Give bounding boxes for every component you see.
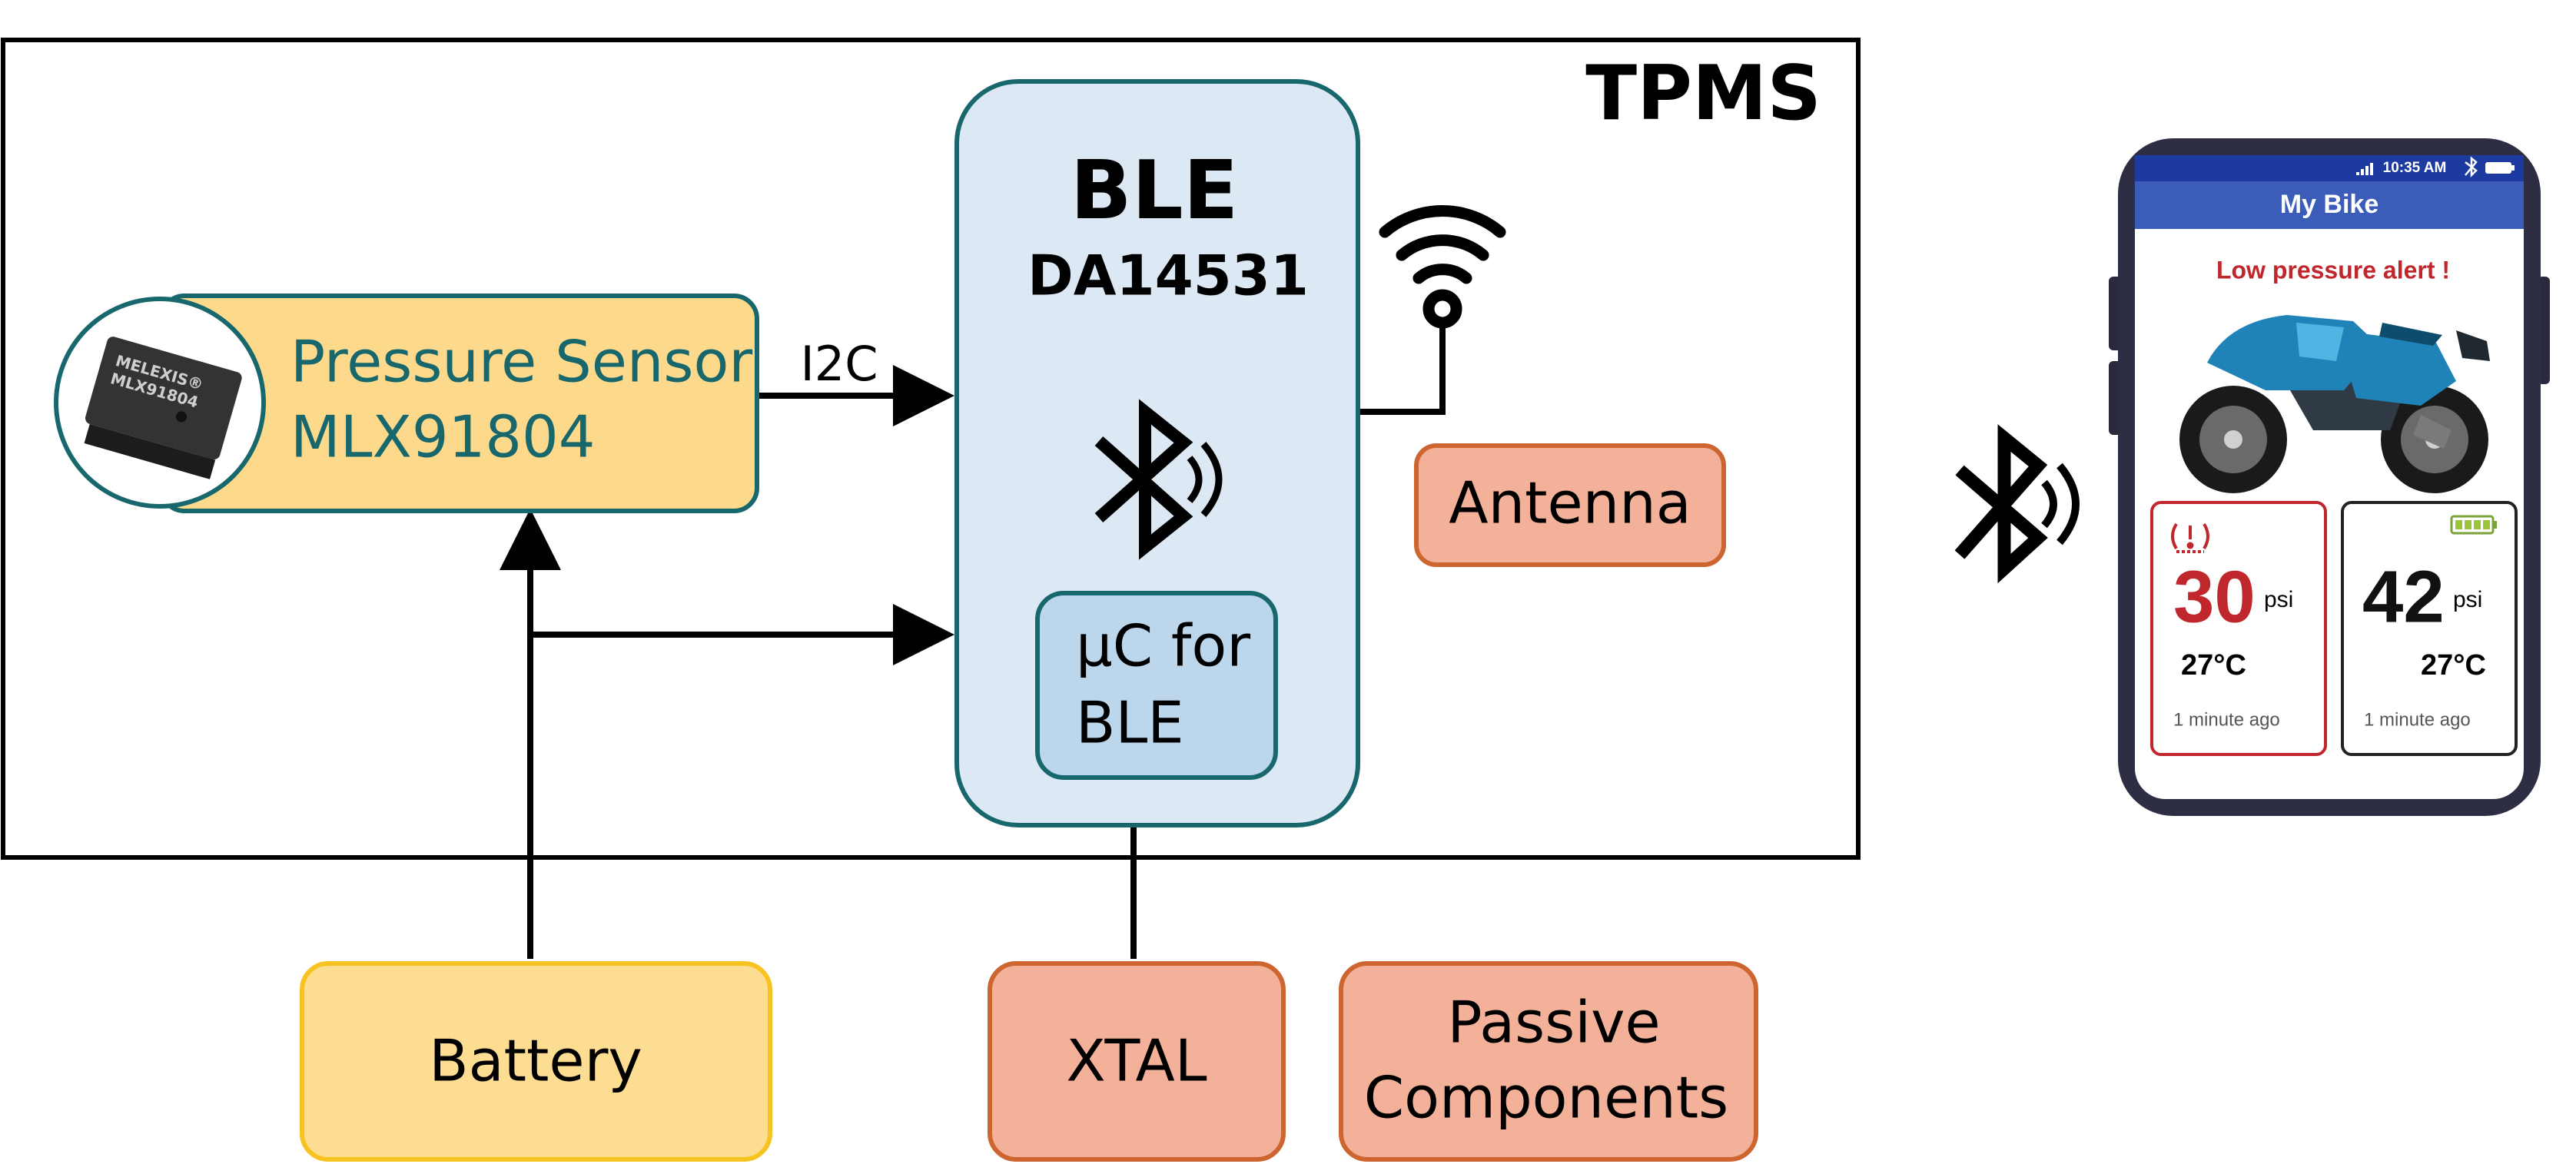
left-updated-time: 1 minute ago (2173, 709, 2280, 730)
motorcycle-image (2179, 315, 2490, 493)
status-bar (2135, 155, 2524, 181)
micro-label-line1: µC for (1076, 612, 1250, 680)
xtal-block (988, 961, 1286, 1162)
tpms-label: TPMS (1585, 50, 1821, 138)
passive-label-line2: Components (1364, 1064, 1729, 1132)
status-time: 10:35 AM (2383, 160, 2447, 176)
passive-components-block (1339, 961, 1758, 1162)
app-title: My Bike (2280, 190, 2379, 219)
passive-label-line1: Passive (1447, 989, 1660, 1056)
xtal-label: XTAL (1066, 1027, 1207, 1095)
sensor-chip-image: MELEXIS® MLX91804 (54, 297, 266, 509)
antenna-label: Antenna (1449, 469, 1691, 537)
micro-block (1035, 591, 1278, 780)
left-tire-card (2150, 501, 2327, 756)
app-header (2135, 181, 2524, 229)
right-pressure-value: 42 (2362, 555, 2445, 638)
ble-to-antenna-line (1357, 323, 1446, 415)
right-updated-time: 1 minute ago (2364, 709, 2471, 730)
pressure-sensor-part: MLX91804 (290, 403, 595, 471)
pressure-sensor-label: Pressure Sensor (290, 328, 752, 396)
right-temperature: 27°C (2421, 649, 2486, 681)
ble-part-label: DA14531 (1027, 244, 1309, 308)
ble-title: BLE (1071, 144, 1239, 237)
left-pressure-unit: psi (2264, 587, 2293, 612)
connectors (500, 323, 1446, 959)
status-bluetooth-icon (2465, 156, 2478, 178)
wifi-antenna-icon (1379, 205, 1506, 329)
right-tire-card (2341, 501, 2518, 756)
bluetooth-icon (1094, 399, 1223, 560)
low-pressure-alert: Low pressure alert ! (2216, 256, 2450, 284)
battery-block (300, 961, 772, 1162)
left-pressure-value: 30 (2173, 555, 2256, 638)
right-pressure-unit: psi (2453, 587, 2482, 612)
left-temperature: 27°C (2181, 649, 2246, 681)
micro-label-line2: BLE (1076, 689, 1184, 757)
signal-icon (2356, 163, 2373, 175)
i2c-label: I2C (800, 336, 878, 392)
bluetooth-link-icon (1954, 424, 2080, 584)
battery-label: Battery (429, 1027, 642, 1095)
status-battery-icon (2485, 162, 2515, 174)
battery-icon (2450, 515, 2497, 535)
antenna-block (1414, 443, 1726, 567)
tire-pressure-warning-icon (2171, 522, 2209, 553)
smartphone: 10:35 AM My Bike Low pressure alert ! (2109, 138, 2550, 816)
